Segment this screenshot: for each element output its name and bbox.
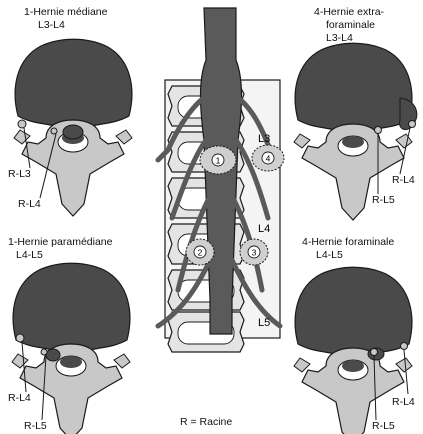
root-label-top-right-2: R-L5 <box>372 194 395 206</box>
level-top-right: L3-L4 <box>326 32 353 44</box>
spine-posterior-view <box>158 8 284 352</box>
level-label-l4: L4 <box>258 223 270 235</box>
level-label-l3: L3 <box>258 133 270 145</box>
vertebra-top-right <box>294 43 417 220</box>
hernia-marker-3-label: 3 <box>252 248 257 258</box>
title-hernie-extra-foraminale-2: foraminale <box>326 19 375 31</box>
title-hernie-foraminale: 4-Hernie foraminale <box>302 236 394 248</box>
title-hernie-extra-foraminale-1: 4-Hernie extra- <box>314 6 384 18</box>
title-hernie-paramediane: 1-Hernie paramédiane <box>8 236 112 248</box>
level-top-left: L3-L4 <box>38 19 65 31</box>
root-label-bottom-left-2: R-L5 <box>24 420 47 432</box>
title-hernie-mediane: 1-Hernie médiane <box>24 6 107 18</box>
root-label-bottom-left-1: R-L4 <box>8 392 31 404</box>
vertebra-bottom-left <box>12 263 130 434</box>
root-label-bottom-right-1: R-L4 <box>392 396 415 408</box>
vertebra-top-left <box>14 39 132 216</box>
root-label-bottom-right-2: R-L5 <box>372 420 395 432</box>
level-label-l5: L5 <box>258 317 270 329</box>
hernia-marker-4-label: 4 <box>266 154 271 164</box>
vertebra-bottom-right <box>294 267 412 434</box>
hernia-marker-2-label: 2 <box>198 248 203 258</box>
root-label-top-left-2: R-L4 <box>18 198 41 210</box>
root-label-top-right-1: R-L4 <box>392 174 415 186</box>
root-label-top-left-1: R-L3 <box>8 168 31 180</box>
level-bottom-right: L4-L5 <box>316 249 343 261</box>
level-bottom-left: L4-L5 <box>16 249 43 261</box>
legend-racine: R = Racine <box>180 416 232 428</box>
hernia-marker-1-label: 1 <box>216 156 221 166</box>
